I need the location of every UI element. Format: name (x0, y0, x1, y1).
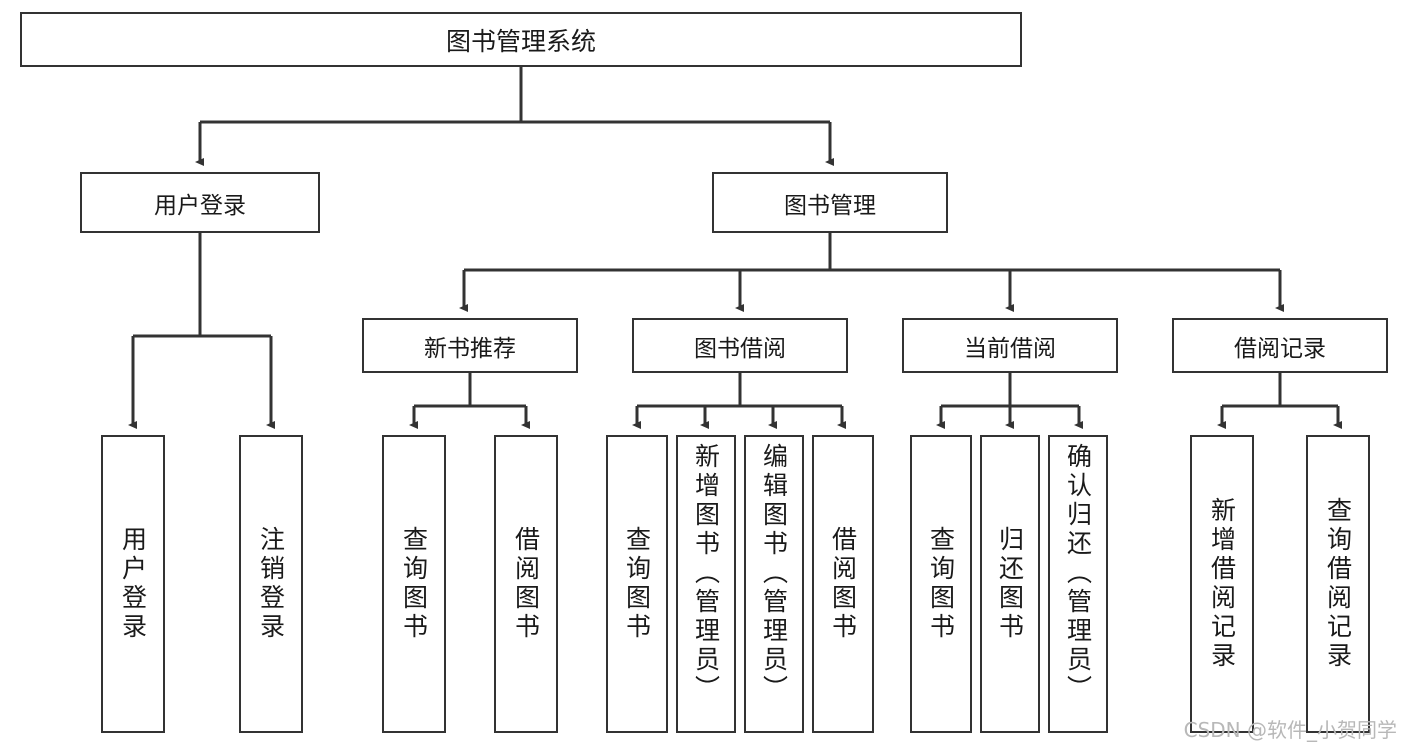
node-borrow-record[interactable]: 借阅记录 (1172, 318, 1388, 373)
leaf-query-book-current[interactable]: 查询图书 (910, 435, 972, 733)
node-new-book-recommend-label: 新书推荐 (424, 335, 516, 362)
node-current-borrow[interactable]: 当前借阅 (902, 318, 1118, 373)
leaf-edit-book-admin-label: 编辑图书（管理员） (759, 443, 789, 704)
leaf-query-book-recommend[interactable]: 查询图书 (382, 435, 446, 733)
node-user-login[interactable]: 用户登录 (80, 172, 320, 233)
watermark-text: CSDN @软件_小贺同学 (1183, 718, 1397, 742)
node-new-book-recommend[interactable]: 新书推荐 (362, 318, 578, 373)
leaf-user-login[interactable]: 用户登录 (101, 435, 165, 733)
leaf-logout[interactable]: 注销登录 (239, 435, 303, 733)
node-book-management[interactable]: 图书管理 (712, 172, 948, 233)
leaf-query-book-borrow[interactable]: 查询图书 (606, 435, 668, 733)
leaf-add-book-admin[interactable]: 新增图书（管理员） (676, 435, 736, 733)
leaf-borrow-book-recommend[interactable]: 借阅图书 (494, 435, 558, 733)
leaf-return-book[interactable]: 归还图书 (980, 435, 1040, 733)
leaf-query-book-borrow-label: 查询图书 (622, 526, 652, 642)
leaf-user-login-label: 用户登录 (118, 526, 148, 642)
node-root-label: 图书管理系统 (445, 26, 596, 56)
node-borrow-record-label: 借阅记录 (1234, 335, 1326, 362)
leaf-borrow-book-label: 借阅图书 (828, 526, 858, 642)
leaf-query-book-current-label: 查询图书 (926, 526, 956, 642)
leaf-add-book-admin-label: 新增图书（管理员） (691, 443, 721, 704)
leaf-borrow-book-recommend-label: 借阅图书 (511, 526, 541, 642)
leaf-return-book-label: 归还图书 (995, 526, 1025, 642)
leaf-query-book-recommend-label: 查询图书 (399, 526, 429, 642)
leaf-add-borrow-record-label: 新增借阅记录 (1207, 497, 1237, 671)
leaf-add-borrow-record[interactable]: 新增借阅记录 (1190, 435, 1254, 733)
node-current-borrow-label: 当前借阅 (964, 335, 1056, 362)
leaf-confirm-return-admin[interactable]: 确认归还（管理员） (1048, 435, 1108, 733)
leaf-edit-book-admin[interactable]: 编辑图书（管理员） (744, 435, 804, 733)
leaf-confirm-return-admin-label: 确认归还（管理员） (1063, 443, 1093, 704)
node-user-login-label: 用户登录 (154, 192, 246, 219)
node-book-borrow[interactable]: 图书借阅 (632, 318, 848, 373)
node-book-management-label: 图书管理 (784, 192, 876, 219)
node-book-borrow-label: 图书借阅 (694, 335, 786, 362)
leaf-logout-label: 注销登录 (256, 526, 286, 642)
node-root[interactable]: 图书管理系统 (20, 12, 1022, 67)
leaf-borrow-book[interactable]: 借阅图书 (812, 435, 874, 733)
leaf-query-borrow-record[interactable]: 查询借阅记录 (1306, 435, 1370, 733)
leaf-query-borrow-record-label: 查询借阅记录 (1323, 497, 1353, 671)
